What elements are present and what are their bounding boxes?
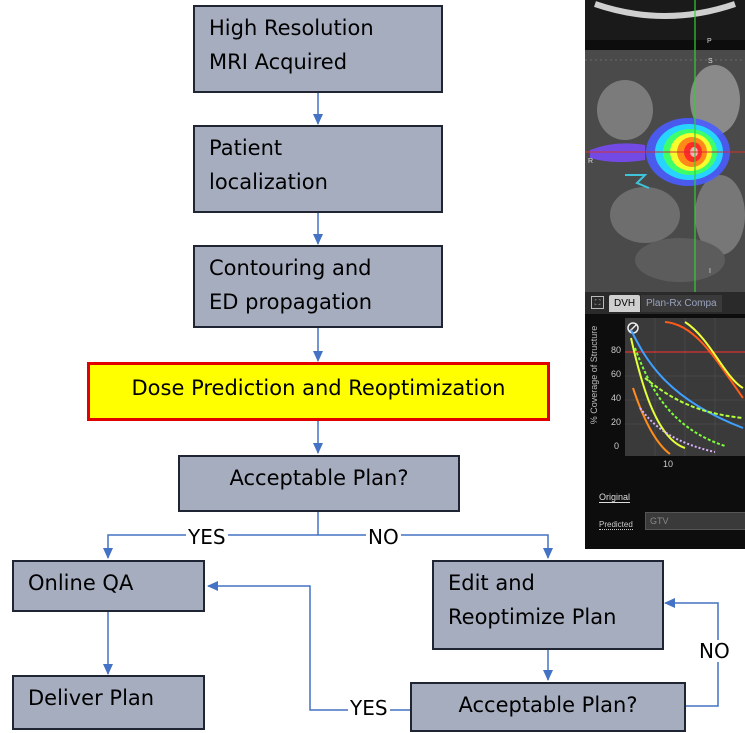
step-edit-reoptimize: Edit and Reoptimize Plan [432,560,664,650]
dvh-y-tick: 80 [611,345,622,355]
step-deliver-plan: Deliver Plan [12,675,205,730]
tab-plan-rx-compare[interactable]: Plan-Rx Compa [641,295,722,312]
decision-acceptable-plan-2: Acceptable Plan? [410,682,686,732]
treatment-planning-screenshot: P S R I ⛶ DVH Plan-Rx Compa % Coverage o… [585,0,745,549]
step-text: High Resolution [209,16,374,40]
dvh-y-tick: 20 [611,417,622,427]
label-no-loop: NO [697,639,732,663]
step-text: MRI Acquired [209,50,348,74]
step-patient-localization: Patient localization [193,125,443,213]
label-yes-loop: YES [348,696,390,720]
step-text: localization [209,170,328,194]
dvh-y-axis-label: % Coverage of Structure [589,325,599,425]
step-text: Reoptimize Plan [448,605,617,629]
label-yes: YES [186,525,228,549]
orientation-p: P [707,38,712,45]
dvh-y-tick: 40 [611,393,622,403]
mri-view [585,0,745,292]
legend-predicted: Predicted [599,520,633,530]
branch-no [318,534,553,559]
legend-original: Original [599,492,631,503]
step-dose-prediction: Dose Prediction and Reoptimization [87,362,550,421]
step-text: Contouring and [209,256,372,280]
orientation-r: R [588,158,594,165]
step-online-qa: Online QA [12,560,205,612]
loop-yes [207,581,410,711]
dvh-x-tick: 10 [663,459,674,469]
structure-select-value: GTV [650,516,669,526]
structure-select[interactable]: GTV [645,512,745,530]
orientation-i: I [709,268,711,275]
dvh-y-tick: 0 [614,441,620,451]
tab-dvh[interactable]: DVH [609,295,641,312]
dvh-y-tick: 60 [611,369,622,379]
decision-acceptable-plan: Acceptable Plan? [178,455,460,512]
step-text: Edit and [448,571,535,595]
step-mri-acquired: High Resolution MRI Acquired [193,5,443,93]
dvh-plot [625,318,745,456]
step-text: Patient [209,136,283,160]
step-contouring: Contouring and ED propagation [193,245,443,328]
orientation-s: S [708,58,713,65]
label-no: NO [366,525,401,549]
step-text: ED propagation [209,290,373,314]
branch-yes [103,534,318,559]
expand-icon[interactable]: ⛶ [591,296,604,309]
